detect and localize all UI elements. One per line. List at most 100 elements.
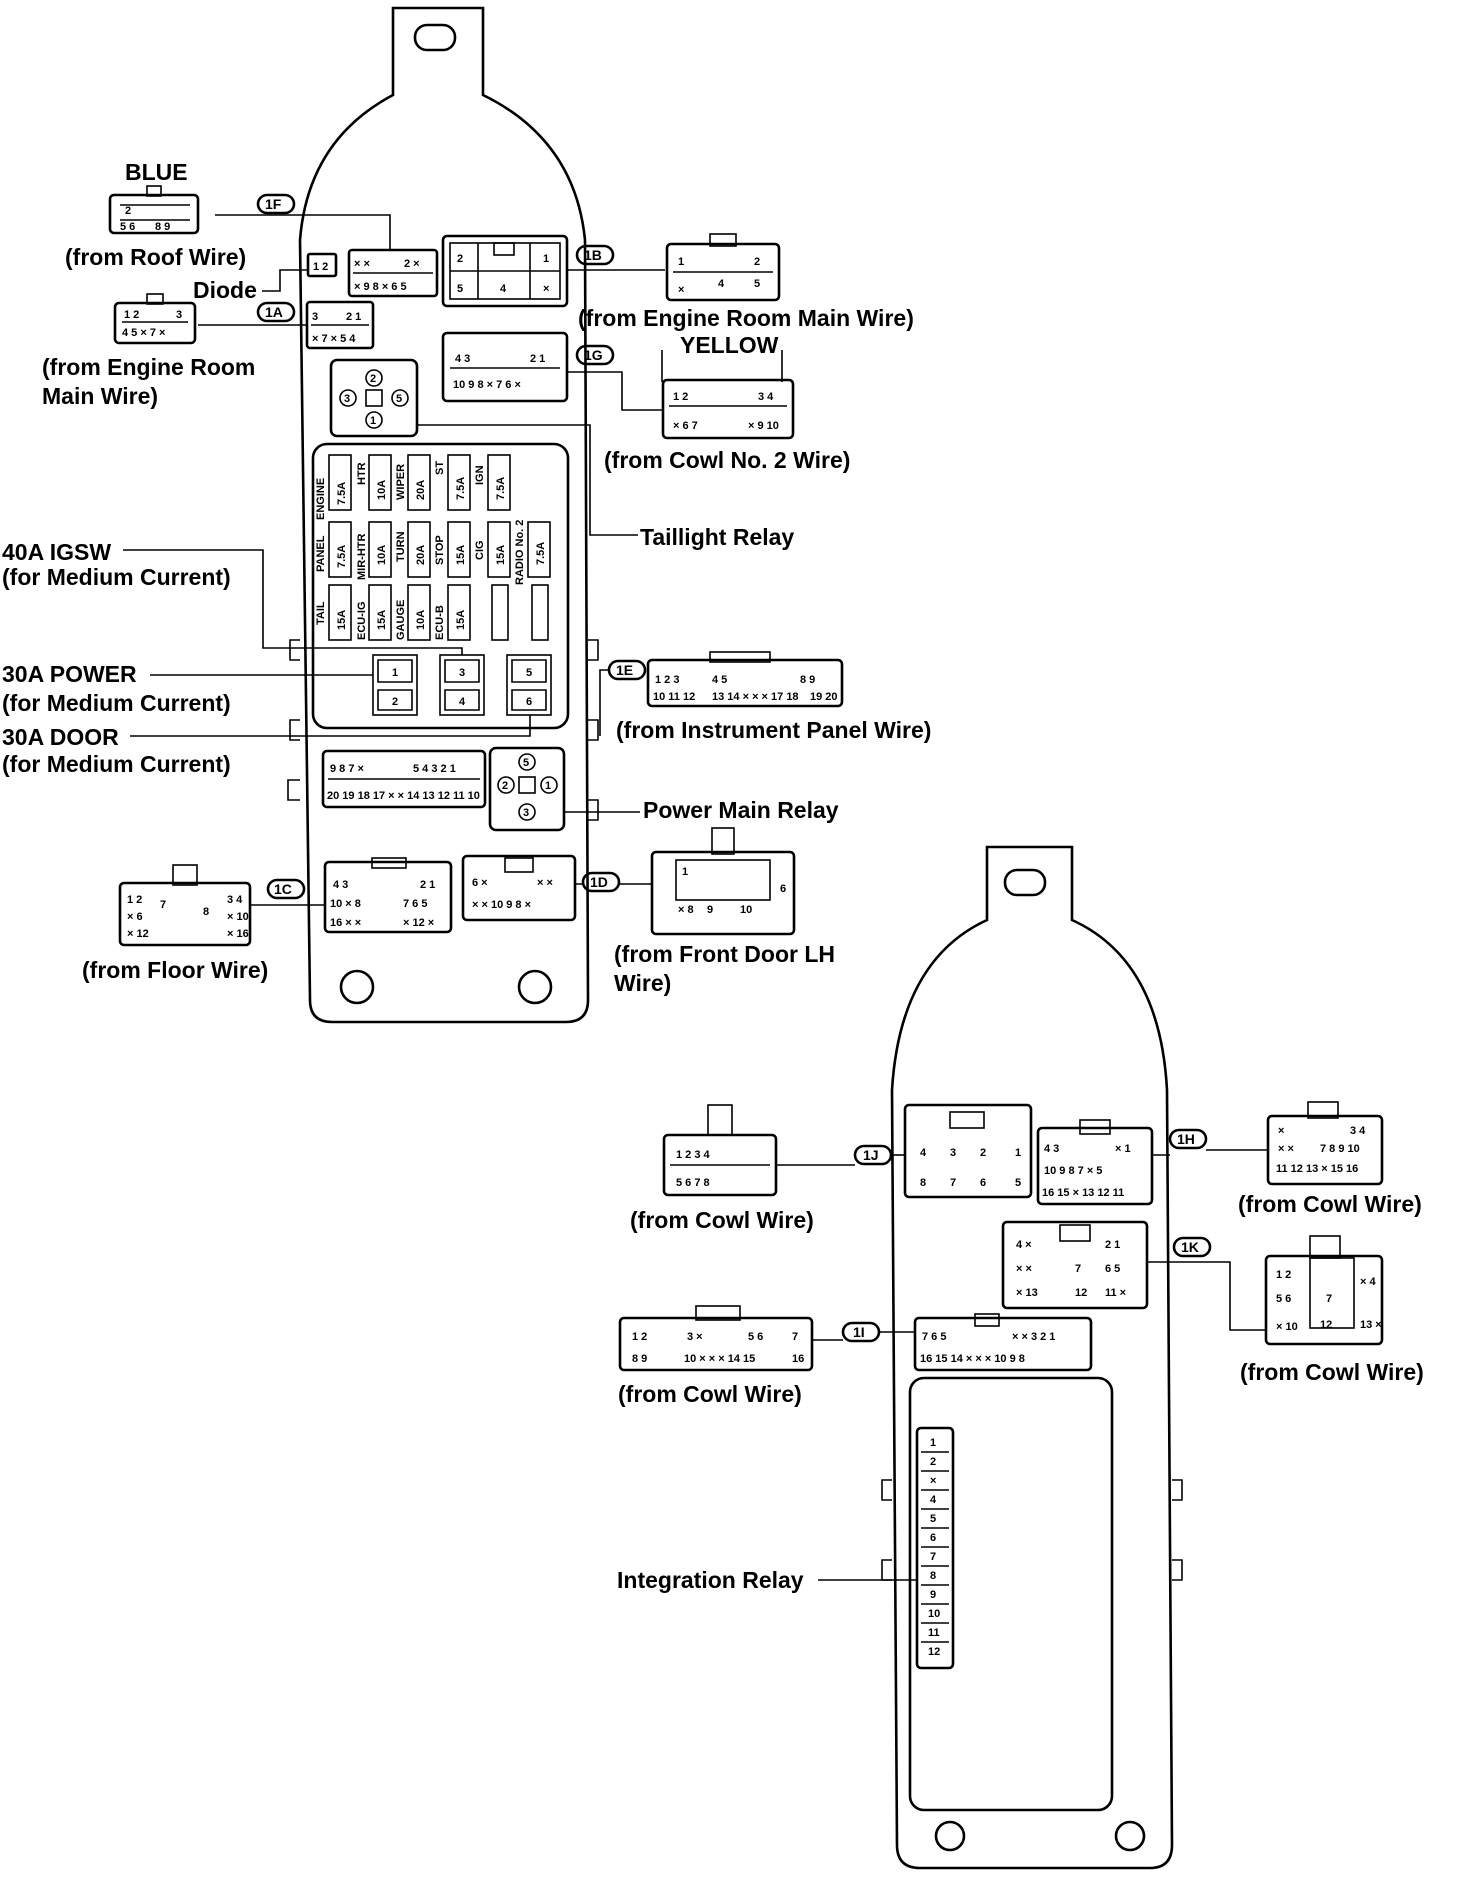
svg-text:1: 1 [543, 253, 549, 265]
svg-text:8: 8 [203, 906, 209, 918]
svg-text:5: 5 [930, 1513, 936, 1525]
svg-text:× 8: × 8 [678, 904, 694, 916]
power-callout: 30A POWER (for Medium Current) [2, 661, 373, 716]
svg-text:×: × [1278, 1125, 1284, 1137]
svg-text:10A: 10A [376, 545, 388, 565]
svg-text:× 12: × 12 [127, 928, 149, 940]
svg-text:3 4: 3 4 [758, 391, 774, 403]
svg-text:HTR: HTR [356, 462, 368, 485]
svg-text:12: 12 [1075, 1287, 1087, 1299]
svg-text:3: 3 [523, 807, 529, 819]
svg-text:10A: 10A [376, 480, 388, 500]
svg-text:1 2 3: 1 2 3 [655, 674, 679, 686]
tag-1J: 1J [863, 1147, 879, 1163]
connector-1C: 1C 4 3 2 1 10 × 8 7 6 5 16 × × × 12 × [250, 857, 453, 934]
cowl-wire-connector-1h: × 3 4 × × 7 8 9 10 11 12 13 × 15 16 (fro… [1238, 1101, 1422, 1217]
svg-text:1 2: 1 2 [1276, 1269, 1291, 1281]
svg-text:5: 5 [457, 283, 463, 295]
lower-junction-block [881, 845, 1183, 1870]
svg-text:16 15 14 × × × 10 9 8: 16 15 14 × × × 10 9 8 [920, 1353, 1025, 1365]
svg-text:6: 6 [930, 1532, 936, 1544]
svg-text:4 3: 4 3 [1044, 1143, 1059, 1155]
svg-text:× 16: × 16 [227, 928, 249, 940]
svg-text:4: 4 [718, 278, 725, 290]
fuse-stop: STOP 15A [434, 521, 471, 578]
roof-wire-label: (from Roof Wire) [65, 244, 246, 270]
svg-text:2 1: 2 1 [420, 879, 435, 891]
svg-text:5 6: 5 6 [748, 1331, 763, 1343]
door-callout: 30A DOOR (for Medium Current) [2, 715, 531, 777]
internal-connector-strip: 9 8 7 × 5 4 3 2 1 20 19 18 17 × × 14 13 … [321, 749, 487, 809]
svg-text:16: 16 [792, 1353, 804, 1365]
svg-text:× 9 8 × 6 5: × 9 8 × 6 5 [354, 281, 407, 293]
svg-text:5 6: 5 6 [1276, 1293, 1291, 1305]
svg-text:3: 3 [459, 667, 465, 679]
svg-text:3: 3 [176, 309, 182, 321]
svg-text:10: 10 [740, 904, 752, 916]
svg-text:× 10: × 10 [1276, 1321, 1298, 1333]
svg-text:4 3: 4 3 [455, 353, 470, 365]
svg-text:PANEL: PANEL [315, 535, 327, 572]
svg-text:1: 1 [545, 780, 551, 792]
svg-text:2 1: 2 1 [530, 353, 545, 365]
svg-text:7 8 9 10: 7 8 9 10 [1320, 1143, 1360, 1155]
connector-1H: 4 3 × 1 10 9 8 7 × 5 16 15 × 13 12 11 1H [1036, 1119, 1268, 1206]
svg-text:15A: 15A [455, 610, 467, 630]
svg-text:1 2: 1 2 [673, 391, 688, 403]
cowl-no2-connector: YELLOW 1 2 3 4 × 6 7 × 9 10 (from Cowl N… [604, 332, 850, 473]
svg-text:ECU-B: ECU-B [434, 605, 446, 640]
svg-text:1 2: 1 2 [124, 309, 139, 321]
svg-text:4 ×: 4 × [1016, 1239, 1032, 1251]
svg-text:9: 9 [707, 904, 713, 916]
svg-text:× 12 ×: × 12 × [403, 917, 434, 929]
door-label-1: 30A DOOR [2, 724, 119, 750]
svg-text:1: 1 [682, 866, 688, 878]
svg-text:ENGINE: ENGINE [315, 478, 327, 520]
cowl-wire-connector-1i: 1 2 3 × 5 6 7 8 9 10 × × × 14 15 16 (fro… [618, 1305, 915, 1407]
svg-text:20A: 20A [415, 545, 427, 565]
roof-wire-connector: BLUE 2 5 6 8 9 (from Roof Wire) [65, 159, 246, 270]
connector-1F: × × 2 × × 9 8 × 6 5 1F [215, 193, 439, 298]
svg-text:CIG: CIG [474, 540, 486, 560]
taillight-relay: 2 3 5 1 Taillight Relay [329, 358, 794, 550]
svg-text:13 14 × × × 17 18: 13 14 × × × 17 18 [712, 691, 799, 703]
igsw-callout: 40A IGSW (for Medium Current) [2, 539, 463, 655]
cowl-wire-1j-label: (from Cowl Wire) [630, 1207, 814, 1233]
svg-text:ST: ST [434, 461, 446, 475]
svg-text:3: 3 [344, 393, 350, 405]
svg-text:6: 6 [980, 1177, 986, 1189]
svg-text:× 13: × 13 [1016, 1287, 1038, 1299]
svg-text:7 6 5: 7 6 5 [403, 898, 427, 910]
svg-text:8: 8 [920, 1177, 926, 1189]
tag-1I: 1I [853, 1324, 865, 1340]
svg-text:10 9 8 7 × 5: 10 9 8 7 × 5 [1044, 1165, 1102, 1177]
svg-text:6: 6 [526, 696, 532, 708]
tag-1D: 1D [590, 874, 608, 890]
svg-text:10 11 12: 10 11 12 [653, 691, 695, 703]
svg-text:5 6: 5 6 [120, 221, 135, 233]
svg-text:5: 5 [396, 393, 402, 405]
svg-text:9: 9 [930, 1589, 936, 1601]
connector-1D: 6 × × × × × 10 9 8 × 1D [461, 854, 652, 922]
fuse-turn: TURN 20A [395, 521, 431, 578]
svg-text:1 2 3 4: 1 2 3 4 [676, 1149, 711, 1161]
front-door-connector: 1 6 × 8 9 10 (from Front Door LH Wire) [614, 827, 835, 996]
connector-1E: 1E 1 2 3 4 5 8 9 10 11 12 13 14 × × × 17… [599, 651, 931, 743]
svg-text:×: × [678, 284, 684, 296]
fuse-st: ST 7.5A [434, 454, 471, 511]
svg-text:10: 10 [928, 1608, 940, 1620]
power-label-2: (for Medium Current) [2, 690, 231, 716]
cowl-no2-label: (from Cowl No. 2 Wire) [604, 447, 850, 473]
svg-text:× × 3 2 1: × × 3 2 1 [1012, 1331, 1055, 1343]
svg-text:15A: 15A [336, 610, 348, 630]
svg-text:5: 5 [526, 667, 532, 679]
svg-text:× 9 10: × 9 10 [748, 420, 779, 432]
tag-1C: 1C [274, 881, 292, 897]
svg-text:1: 1 [392, 667, 398, 679]
svg-text:2: 2 [980, 1147, 986, 1159]
cowl-wire-connector-1j: 1 2 3 4 5 6 7 8 (from Cowl Wire) 1J 4 3 … [630, 1103, 1033, 1233]
svg-text:5: 5 [523, 757, 529, 769]
igsw-label-1: 40A IGSW [2, 539, 111, 565]
svg-text:×: × [930, 1475, 936, 1487]
svg-text:7: 7 [950, 1177, 956, 1189]
